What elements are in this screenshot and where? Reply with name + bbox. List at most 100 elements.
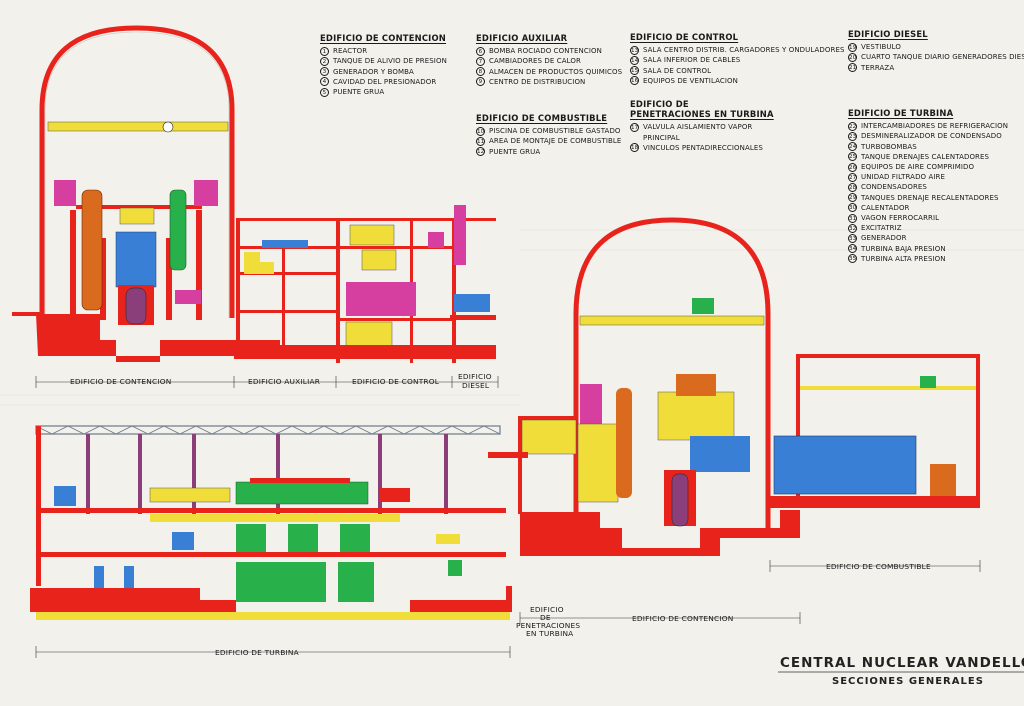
number-circle: 18	[630, 143, 639, 153]
containment-base-bottom	[520, 510, 800, 556]
legend-label: ALMACEN DE PRODUCTOS QUIMICOS	[489, 67, 623, 76]
legend-label: PRINCIPAL	[643, 133, 680, 142]
legend-label: CAVIDAD DEL PRESIONADOR	[333, 77, 437, 86]
legend-label: SALA DE CONTROL	[643, 66, 712, 75]
legend-label: VAGON FERROCARRIL	[861, 214, 940, 223]
legend-item: 18 VINCULOS PENTADIRECCIONALES	[630, 143, 774, 153]
containment-base-slab	[36, 314, 240, 362]
number-circle: 13	[630, 45, 639, 55]
number-circle: 15	[630, 66, 639, 76]
drawing-title: CENTRAL NUCLEAR VANDELLOS II	[780, 655, 1024, 671]
number-circle: 1	[320, 46, 329, 56]
legend-label: TURBOBOMBAS	[861, 142, 917, 151]
legend-title: EDIFICIO DE CONTROL	[630, 32, 739, 42]
legend-label: VINCULOS PENTADIRECCIONALES	[643, 143, 763, 152]
number-circle: 8	[476, 67, 485, 77]
section-label-penetraciones-line2: DE	[540, 613, 551, 622]
legend-item: 4 CAVIDAD DEL PRESIONADOR	[320, 77, 447, 87]
legend-label: GENERADOR Y BOMBA	[333, 67, 414, 76]
legend-label: VESTIBULO	[861, 43, 901, 52]
number-circle: 30	[848, 203, 857, 213]
rail-car	[54, 486, 76, 506]
number-circle: 16	[630, 76, 639, 86]
low-pressure-turbines	[235, 481, 369, 505]
section-label-diesel-line1: EDIFICIO	[458, 372, 492, 381]
legend-label: CONDENSADORES	[861, 183, 927, 192]
legend-label: CALENTADOR	[861, 203, 910, 212]
legend-label: PISCINA DE COMBUSTIBLE GASTADO	[489, 127, 621, 136]
legend-label: SALA CENTRO DISTRIB. CARGADORES Y ONDULA…	[643, 46, 845, 55]
section-label-auxiliar: EDIFICIO AUXILIAR	[248, 377, 321, 386]
legend-item: 8 ALMACEN DE PRODUCTOS QUIMICOS	[476, 67, 622, 77]
legend-label: INTERCAMBIADORES DE REFRIGERACION	[861, 122, 1009, 131]
legend-item: 13 SALA CENTRO DISTRIB. CARGADORES Y ONDU…	[630, 45, 845, 55]
number-circle: 27	[848, 172, 857, 182]
number-circle: 7	[476, 57, 485, 66]
section-label-turbina: EDIFICIO DE TURBINA	[215, 648, 299, 657]
number-circle: 3	[320, 67, 329, 77]
number-circle: 14	[630, 56, 639, 65]
legend-item: 27 UNIDAD FILTRADO AIRE	[848, 172, 1008, 182]
top-row-dimension-line	[35, 376, 499, 388]
section-label-contencion-bottom: EDIFICIO DE CONTENCION	[632, 614, 734, 623]
legend-label: GENERADOR	[861, 234, 907, 243]
number-circle: 19	[848, 42, 857, 52]
number-circle: 24	[848, 142, 857, 152]
number-circle: 25	[848, 152, 857, 162]
legend-control: EDIFICIO DE CONTROL 13 SALA CENTRO DISTRI…	[630, 32, 845, 86]
section-label-control: EDIFICIO DE CONTROL	[352, 377, 440, 386]
legend-label: AREA DE MONTAJE DE COMBUSTIBLE	[489, 137, 622, 146]
number-circle: 2	[320, 57, 329, 66]
legend-title-line1: EDIFICIO DE	[630, 99, 689, 109]
section-label-contencion-top: EDIFICIO DE CONTENCION	[70, 377, 172, 386]
legend-title: EDIFICIO DE CONTENCION	[320, 33, 447, 43]
number-circle: 23	[848, 132, 857, 141]
containment-building-top	[12, 25, 240, 362]
fuel-building	[770, 354, 980, 508]
legend-label: EQUIPOS DE VENTILACION	[643, 76, 738, 85]
number-circle: 29	[848, 193, 857, 203]
polar-crane-bottom	[579, 315, 765, 326]
legend-label: CENTRO DE DISTRIBUCION	[489, 77, 586, 86]
pressurizer	[169, 189, 187, 271]
legend-title: EDIFICIO DIESEL	[848, 29, 928, 39]
legend-label: BOMBA ROCIADO CONTENCION	[489, 47, 602, 56]
legend-label: PUENTE GRUA	[489, 147, 541, 156]
legend-label: EXCITATRIZ	[861, 224, 902, 233]
section-label-penetraciones-line1: EDIFICIO	[530, 605, 564, 614]
reactor-vessel	[125, 287, 147, 325]
number-circle: 5	[320, 87, 329, 97]
turbine-building	[30, 425, 512, 620]
legend-label: CUARTO TANQUE DIARIO GENERADORES DIESEL	[861, 53, 1024, 62]
turbine-base-slab	[30, 586, 512, 612]
number-circle: 4	[320, 77, 329, 87]
number-circle: 26	[848, 162, 857, 172]
legend-label: TURBINA BAJA PRESION	[861, 244, 946, 253]
legend-label: CAMBIADORES DE CALOR	[489, 57, 581, 66]
auxiliary-control-buildings	[234, 205, 496, 363]
legend-title: EDIFICIO DE COMBUSTIBLE	[476, 113, 608, 123]
legend-label: UNIDAD FILTRADO AIRE	[861, 173, 946, 182]
number-circle: 31	[848, 213, 857, 223]
section-label-combustible: EDIFICIO DE COMBUSTIBLE	[826, 562, 931, 571]
